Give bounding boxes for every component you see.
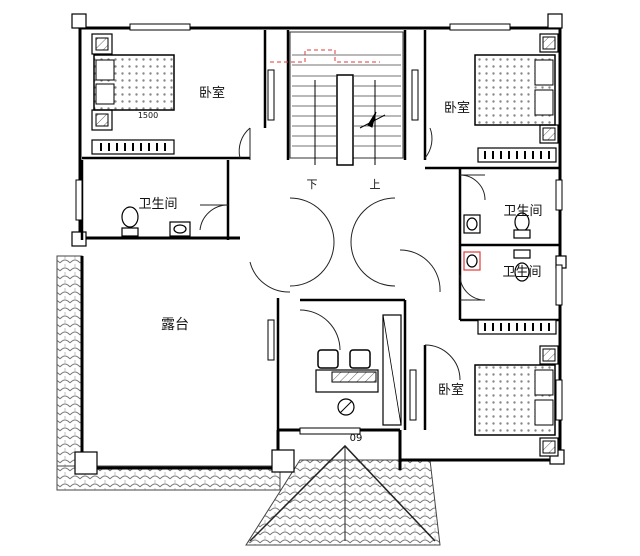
wardrobe-bottom-right (477, 319, 557, 335)
bathroom-right-fixtures (463, 212, 531, 282)
wardrobe-top-right (477, 147, 557, 163)
room-label-bedroom-top-right: 卧室 (444, 100, 470, 116)
room-label-bathroom-right-top: 卫生间 (503, 204, 542, 219)
bed-top-left: 1500 (91, 33, 175, 131)
columns (71, 13, 567, 475)
door-swings (199, 127, 486, 381)
room-label-bathroom-left: 卫生间 (138, 197, 177, 212)
wardrobe-top-left (91, 139, 175, 155)
room-label-terrace: 露台 (161, 317, 189, 333)
staircase: 下 上 (270, 31, 404, 191)
bathroom-left-fixtures (121, 206, 191, 237)
room-label-bedroom-top-left: 卧室 (199, 85, 225, 101)
bed-bottom-right (474, 345, 559, 457)
stair-up-label: 上 (370, 178, 381, 191)
bed-top-right (474, 33, 559, 144)
stair-down-label: 下 (307, 178, 318, 191)
elevation-mark: 09 (350, 433, 363, 444)
bed-mark-label: 1500 (138, 111, 158, 120)
room-label-bedroom-bottom-right: 卧室 (438, 382, 464, 398)
windows (75, 23, 563, 435)
room-label-bathroom-right-bottom: 卫生间 (502, 265, 541, 280)
study-furniture (315, 314, 402, 426)
